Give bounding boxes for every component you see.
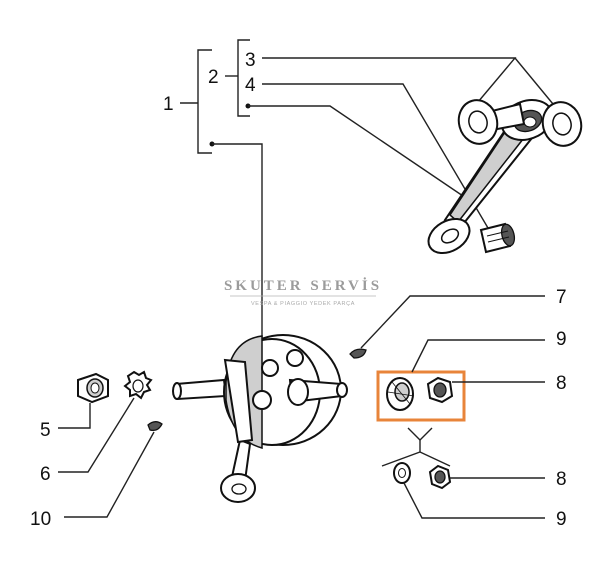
leader-3-b: [514, 57, 554, 105]
callout-9b: 9: [556, 509, 567, 530]
leader-4: [262, 83, 489, 229]
crankshaft: [172, 334, 348, 503]
leader-rod: [248, 105, 464, 197]
leader-3-a: [262, 57, 517, 103]
nut-part-5: [77, 372, 109, 404]
key-part-10: [147, 421, 163, 432]
leader-10: [64, 431, 155, 518]
callout-9a: 9: [556, 329, 567, 350]
leader-crank: [212, 143, 263, 340]
bracket-group-2: [225, 39, 250, 117]
leader-5: [58, 403, 91, 429]
callout-10: 10: [30, 509, 51, 530]
callout-5: 5: [40, 420, 51, 441]
callout-1: 1: [163, 94, 174, 115]
callout-3: 3: [245, 50, 256, 71]
nut-part-8-highlighted: [426, 376, 454, 404]
alternative-marker: [407, 427, 433, 441]
highlight-box[interactable]: [376, 370, 466, 422]
callout-8a: 8: [556, 373, 567, 394]
callout-4: 4: [245, 75, 256, 96]
washer-part-9: [393, 462, 411, 484]
leader-7: [360, 295, 545, 349]
lock-washer-part-6: [123, 370, 153, 400]
watermark-title: SKUTER SERVİS: [224, 277, 382, 294]
callout-2: 2: [208, 67, 219, 88]
callout-8b: 8: [556, 469, 567, 490]
watermark-subtitle: VESPA & PIAGGIO YEDEK PARÇA: [251, 301, 355, 307]
bracket-group-1: [180, 49, 212, 154]
callout-7: 7: [556, 287, 567, 308]
callout-6: 6: [40, 464, 51, 485]
connecting-rod-assembly: [427, 99, 583, 255]
key-part-7: [349, 348, 367, 359]
nut-part-8: [428, 464, 452, 490]
leader-6: [58, 397, 135, 473]
alternative-branch: [381, 451, 451, 467]
washer-part-9-highlighted: [386, 377, 415, 411]
leader-9a: [411, 339, 545, 373]
leader-9b: [403, 482, 545, 519]
